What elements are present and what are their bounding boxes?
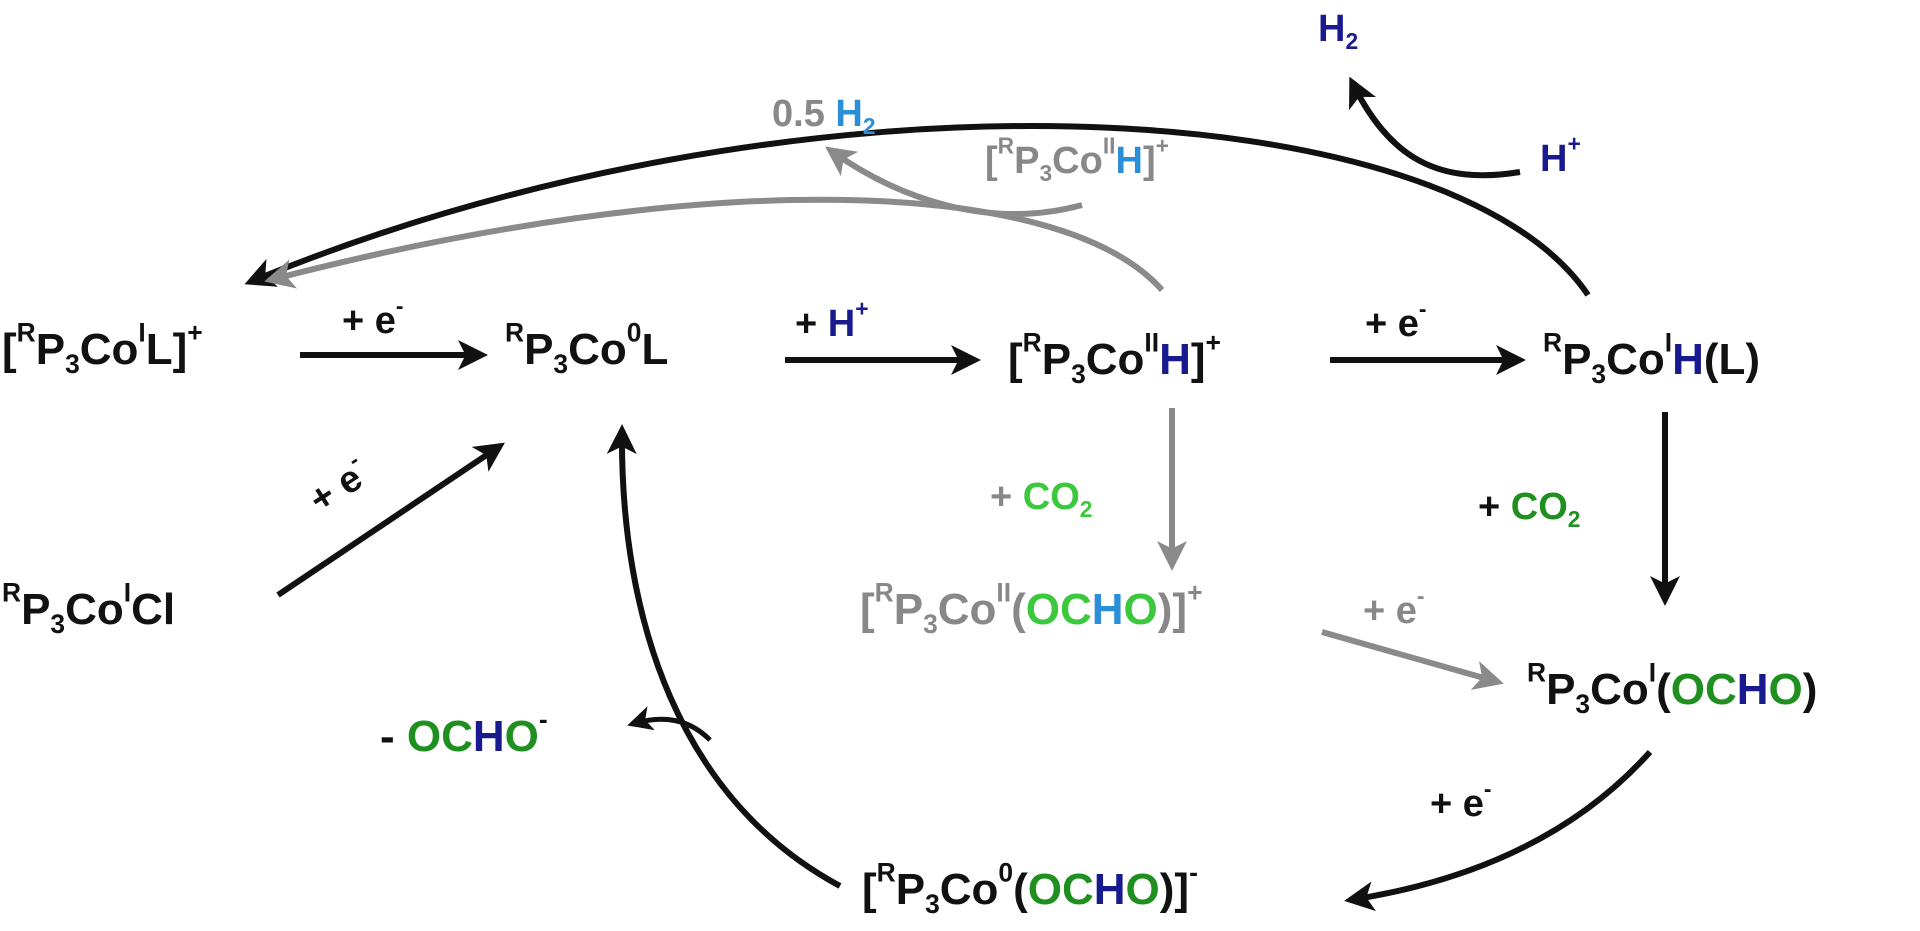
arrow-release-formate [627, 706, 712, 742]
reagent-plus-e-gray: + e- [1363, 582, 1425, 632]
arrow-gray-to-half-H2 [825, 146, 1083, 217]
species-coII-H-cation: [RP3CoIIH]+ [1008, 327, 1221, 390]
reagent-minus-formate: - OCHO- [380, 704, 548, 761]
arrow-gray-formate [1321, 629, 1504, 690]
reagent-H-plus-top: H+ [1540, 130, 1581, 180]
reagent-plus-e-1: + e- [342, 292, 404, 342]
arrow-bottom-return [606, 424, 842, 889]
species-co0-formate-anion: [RP3Co0(OCHO)]- [862, 857, 1198, 920]
species-coII-formate-cation: [RP3CoII(OCHO)]+ [860, 577, 1203, 640]
reagent-H2-top: H2 [1318, 8, 1359, 54]
reagent-plus-CO2-gray: + CO2 [990, 476, 1093, 522]
species-coI-formate: RP3CoI(OCHO) [1527, 657, 1818, 720]
arrow-top-big-return [244, 123, 1591, 297]
arrow-cocl-to-co0L [276, 442, 505, 598]
arrow-gray-return [264, 196, 1165, 292]
reagent-plus-CO2: + CO2 [1478, 486, 1581, 532]
species-co0L: RP3Co0L [505, 317, 669, 380]
species-coII-H-cation-gray: [RP3CoIIH]+ [985, 132, 1169, 186]
species-colL-cation: [RP3CoIL]+ [2, 317, 203, 380]
reagent-plus-e-3: + e- [1430, 775, 1492, 825]
reagent-plus-H: + H+ [795, 295, 869, 345]
reagent-half-H2: 0.5 H2 [772, 93, 876, 139]
species-coI-Cl: RP3CoICl [2, 577, 176, 640]
arrow-formate-down [1344, 749, 1653, 912]
arrow-H-to-H2 [1349, 76, 1521, 179]
reagent-plus-e-2: + e- [1365, 295, 1427, 345]
species-coI-H-L: RP3CoIH(L) [1543, 327, 1761, 390]
